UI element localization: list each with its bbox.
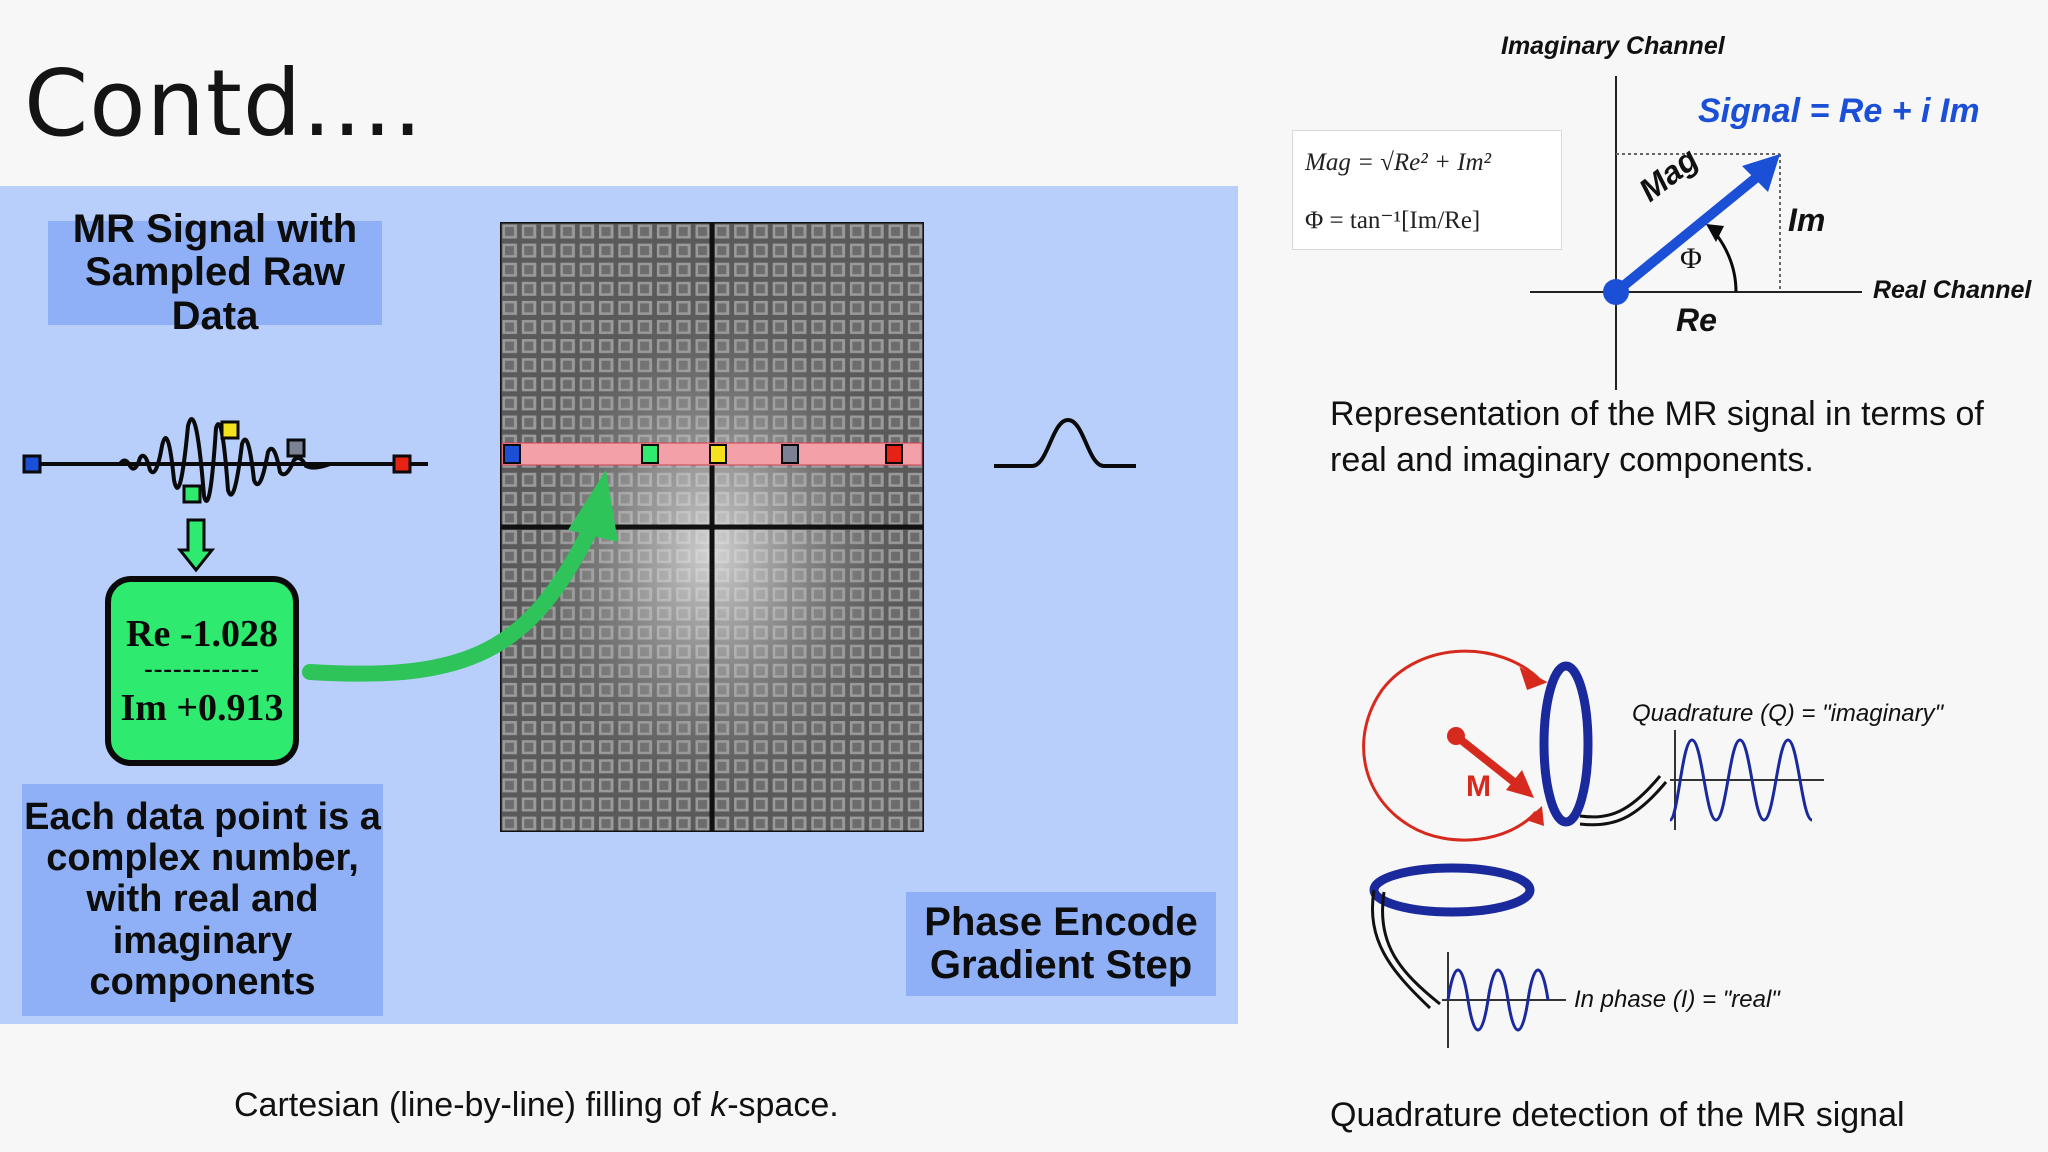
precession-arrow-bottom	[1526, 806, 1544, 826]
quadrature-coil-lead-1	[1579, 775, 1662, 819]
data-point-label-box: Each data point is a complex number, wit…	[22, 784, 383, 1016]
sample-marker-green	[182, 484, 202, 504]
in-phase-coil	[1369, 863, 1535, 917]
magnetization-vector	[1453, 732, 1527, 794]
i-signal-wave	[1446, 968, 1550, 1032]
kspace-marker-gray	[781, 444, 799, 464]
real-value: Re -1.028	[126, 613, 278, 655]
phase-arc-head	[1706, 224, 1724, 242]
in-phase-label: In phase (I) = "real"	[1574, 986, 1780, 1013]
phase-formula: Φ = tan⁻¹[Im/Re]	[1305, 207, 1481, 234]
sample-marker-red	[392, 454, 412, 474]
magnitude-formula: Mag = √Re² + Im²	[1305, 149, 1492, 176]
q-signal-wave	[1668, 738, 1813, 822]
slide-title: Contd....	[24, 50, 424, 157]
precession-arrow-top	[1519, 666, 1548, 690]
im-label: Im	[1788, 202, 1826, 238]
imaginary-value: Im +0.913	[120, 687, 284, 729]
mr-signal-label-box: MR Signal with Sampled Raw Data	[48, 208, 382, 337]
phase-encode-gradient-pulse	[994, 417, 1136, 468]
kspace-marker-blue	[503, 444, 521, 464]
magnetization-vector-head	[1506, 770, 1534, 798]
kspace-caption: Cartesian (line-by-line) filling of k-sp…	[234, 1086, 839, 1125]
real-axis-label: Real Channel	[1873, 276, 2032, 304]
imaginary-axis-label: Imaginary Channel	[1501, 32, 1725, 60]
gradient-trace	[994, 417, 1136, 468]
kspace-marker-green	[641, 444, 659, 464]
complex-value-box: Re -1.028 ------------ Im +0.913	[105, 576, 299, 766]
phi-label: Φ	[1680, 242, 1702, 275]
quadrature-detection-diagram	[1362, 649, 1824, 1048]
arrow-shaft	[302, 522, 598, 682]
mr-signal-label: MR Signal with Sampled Raw Data	[72, 207, 358, 338]
quadrature-coil	[1539, 661, 1593, 827]
value-separator: ------------	[144, 654, 260, 683]
down-arrow-icon	[176, 518, 216, 573]
sample-marker-yellow	[220, 420, 240, 440]
kspace-caption-k: k	[710, 1086, 728, 1124]
phase-arc	[1714, 233, 1738, 293]
in-phase-coil-lead-2	[1381, 891, 1441, 1006]
kspace-caption-post: -space.	[727, 1086, 839, 1124]
magnetization-label: M	[1466, 770, 1491, 803]
sample-marker-gray	[286, 438, 306, 458]
formula-box: Mag = √Re² + Im² Φ = tan⁻¹[Im/Re]	[1292, 130, 1562, 250]
data-point-label: Each data point is a complex number, wit…	[24, 796, 381, 1003]
complex-plane-diagram	[1530, 76, 1862, 390]
mr-signal-waveform	[22, 417, 428, 573]
phase-encode-label-box: Phase Encode Gradient Step	[906, 892, 1216, 996]
kspace-marker-red	[885, 444, 903, 464]
in-phase-coil-lead-1	[1371, 889, 1432, 1010]
signal-vector	[1612, 164, 1772, 296]
arrow-head-icon	[568, 470, 618, 542]
sample-marker-blue	[22, 454, 42, 474]
origin-point	[1603, 279, 1629, 305]
phase-encode-label: Phase Encode Gradient Step	[924, 899, 1198, 987]
magnetization-origin	[1447, 727, 1465, 745]
green-mapping-arrow	[302, 470, 618, 682]
kspace-marker-yellow	[709, 444, 727, 464]
quadrature-label: Quadrature (Q) = "imaginary"	[1632, 700, 1944, 727]
signal-formula: Signal = Re + i Im	[1698, 92, 1980, 130]
quadrature-coil-lead-2	[1579, 781, 1668, 827]
kspace-caption-pre: Cartesian (line-by-line) filling of	[234, 1086, 711, 1124]
signal-vector-head	[1742, 154, 1780, 192]
re-label: Re	[1676, 302, 1717, 338]
precession-circle	[1362, 649, 1542, 842]
signal-trace	[30, 417, 428, 503]
quadrature-caption: Quadrature detection of the MR signal	[1330, 1096, 1905, 1134]
complex-plane-caption: Representation of the MR signal in terms…	[1330, 395, 1984, 479]
